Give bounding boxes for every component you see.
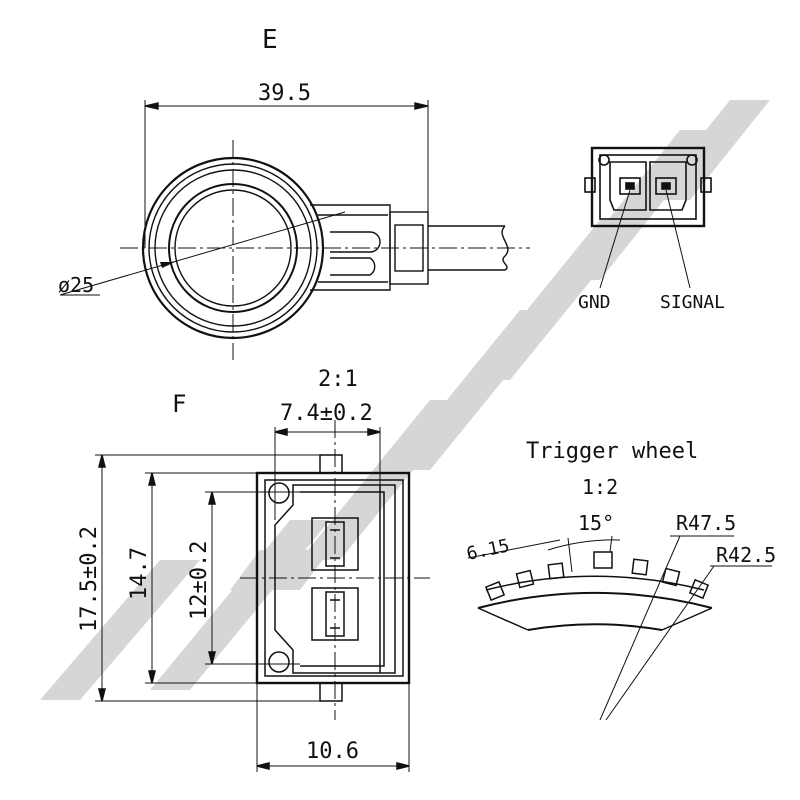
dim-r-inner: R42.5	[716, 543, 776, 567]
dim-top-f: 7.4±0.2	[280, 401, 373, 426]
view-f-label: F	[172, 390, 186, 418]
dim-bottom-f: 10.6	[306, 739, 359, 764]
connector-face	[584, 146, 712, 289]
trigger-wheel-title: Trigger wheel	[526, 439, 698, 464]
pin-gnd-label: GND	[578, 292, 611, 313]
dim-height-outer-f: 17.5±0.2	[77, 526, 102, 632]
trigger-wheel-scale: 1:2	[582, 475, 618, 499]
dim-height-inner-f: 12±0.2	[187, 541, 212, 620]
dim-diameter-e: ø25	[58, 273, 94, 297]
dim-height-mid-f: 14.7	[127, 547, 152, 600]
pin-signal-label: SIGNAL	[660, 292, 725, 313]
dim-r-outer: R47.5	[676, 511, 736, 535]
view-e	[59, 100, 530, 360]
dim-tooth: 6.15	[465, 535, 512, 565]
dim-width-e: 39.5	[258, 81, 311, 106]
dim-angle: 15°	[578, 511, 614, 535]
trigger-wheel	[467, 535, 772, 721]
view-f-scale: 2:1	[318, 367, 358, 392]
view-e-label: E	[262, 25, 278, 55]
view-f	[95, 420, 430, 772]
watermark	[40, 100, 770, 700]
